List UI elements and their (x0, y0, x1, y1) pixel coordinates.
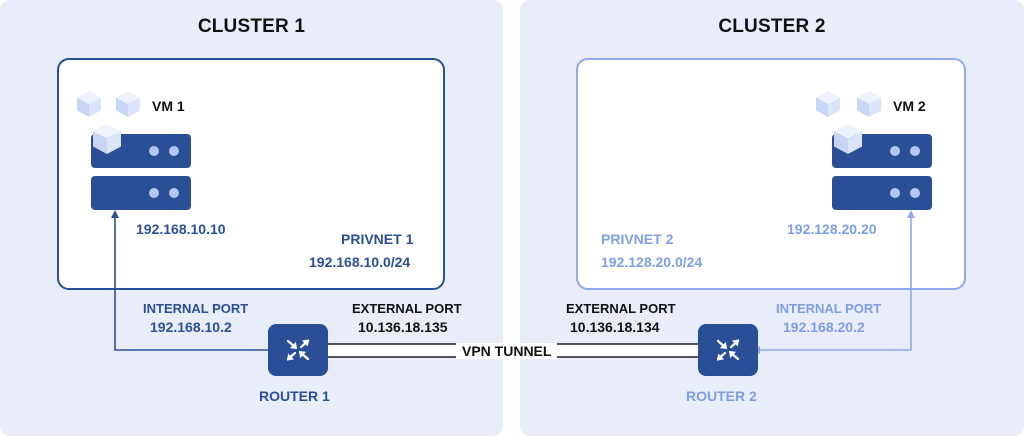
vm-1-ip: 192.168.10.10 (136, 221, 226, 237)
router-1-label: ROUTER 1 (259, 388, 330, 404)
external-port-1-ip: 10.136.18.135 (358, 319, 448, 335)
external-port-2-label: EXTERNAL PORT (566, 301, 676, 316)
cube-icon (816, 91, 840, 117)
cluster-2-title: CLUSTER 2 (718, 16, 826, 37)
internal-port-2-ip: 192.168.20.2 (783, 319, 865, 335)
external-port-1-label: EXTERNAL PORT (352, 301, 462, 316)
arrow-icon (111, 210, 119, 218)
privnet-1-box (57, 58, 445, 290)
cube-icon (857, 91, 881, 117)
router-icon (698, 324, 758, 376)
privnet-1-cidr: 192.168.10.0/24 (309, 254, 411, 270)
external-port-2-ip: 10.136.18.134 (570, 319, 660, 335)
internal-link-1 (114, 216, 270, 351)
vm-1-label: VM 1 (152, 98, 185, 114)
cube-icon (77, 91, 101, 117)
privnet-2-cidr: 192.128.20.0/24 (601, 254, 703, 270)
privnet-1-label: PRIVNET 1 (341, 231, 414, 247)
cube-icon (116, 91, 140, 117)
router-2-label: ROUTER 2 (686, 388, 757, 404)
arrow-icon (907, 210, 915, 218)
cube-icon (834, 124, 862, 154)
vpn-tunnel-label: VPN TUNNEL (456, 343, 558, 359)
internal-link-2 (758, 216, 912, 351)
vm-2-label: VM 2 (893, 98, 926, 114)
internal-port-1-ip: 192.168.10.2 (150, 319, 232, 335)
vm-2-ip: 192.128.20.20 (787, 221, 877, 237)
privnet-2-label: PRIVNET 2 (601, 231, 674, 247)
router-icon (268, 324, 328, 376)
cube-icon (93, 124, 121, 154)
server-icon (832, 176, 932, 210)
internal-port-1-label: INTERNAL PORT (143, 301, 249, 316)
privnet-2-box (576, 58, 966, 290)
internal-port-2-label: INTERNAL PORT (776, 301, 882, 316)
server-icon (91, 176, 191, 210)
cluster-1-title: CLUSTER 1 (197, 16, 306, 37)
